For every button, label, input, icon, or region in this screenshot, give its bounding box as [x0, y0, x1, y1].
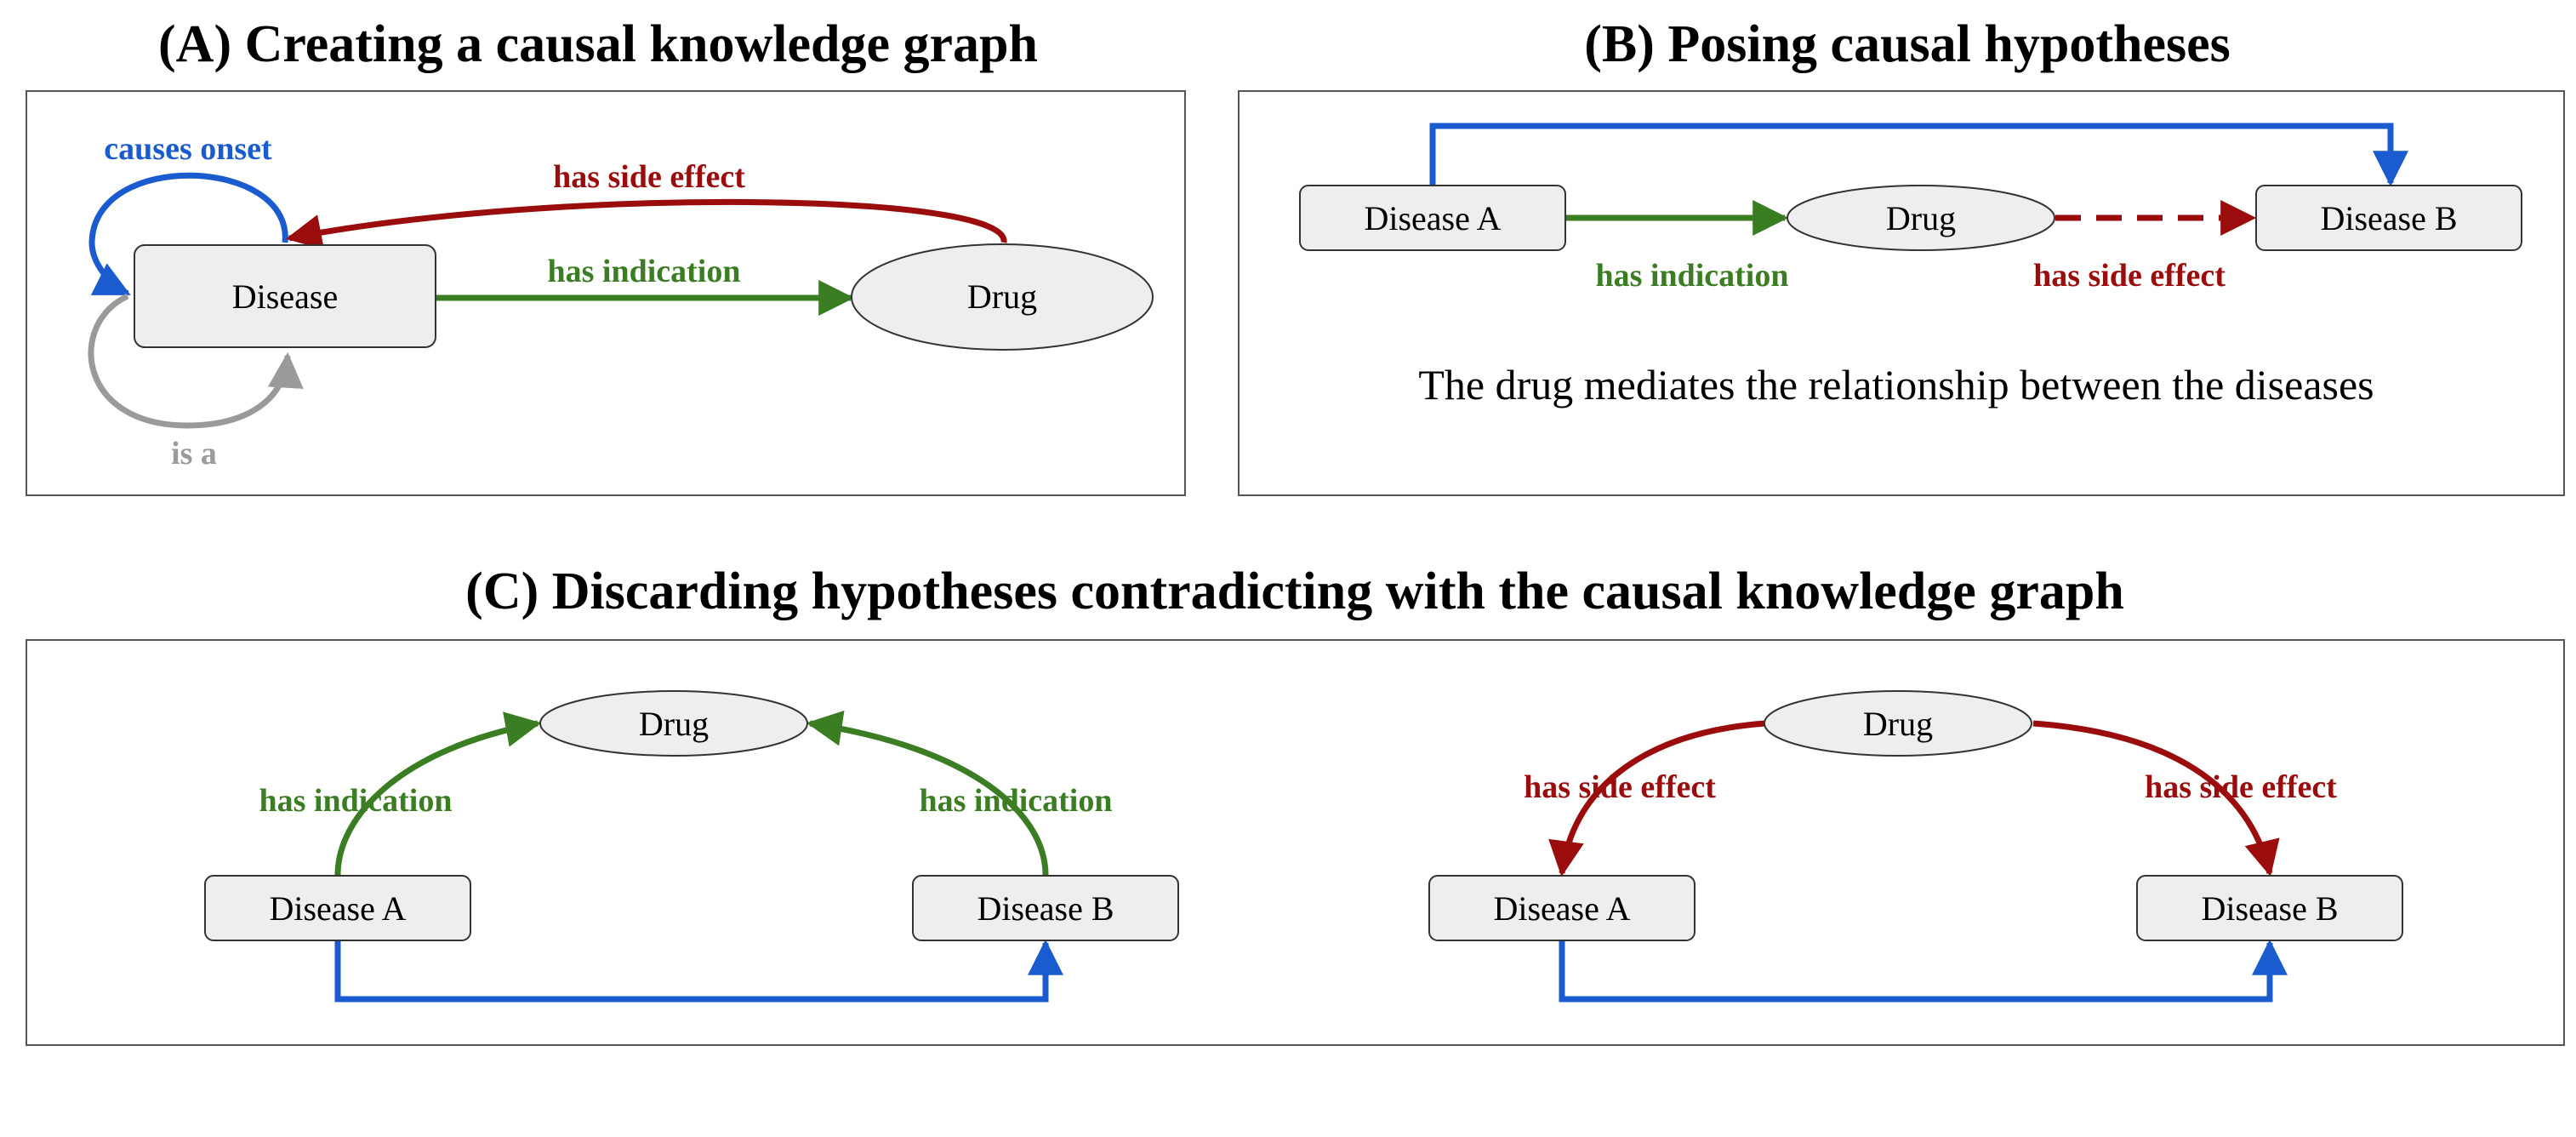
label-causes-onset: causes onset [104, 131, 272, 167]
node-disease-a-label: Disease A [1364, 199, 1501, 237]
node-disease-b-label: Disease B [2201, 889, 2338, 928]
node-disease-b [2136, 875, 2403, 941]
node-drug-label: Drug [1886, 199, 1956, 237]
node-disease-a [1428, 875, 1695, 941]
label-has-indication: has indication [1595, 258, 1788, 294]
node-disease-b [912, 875, 1179, 941]
node-disease-b-label: Disease B [977, 889, 1114, 928]
panel-a: (A) Creating a causal knowledge graph Di… [26, 15, 1186, 496]
edge-disease-a-to-disease-b [334, 939, 1063, 1003]
label-right-has-side-effect: has side effect [2145, 769, 2337, 805]
node-drug-label: Drug [967, 277, 1037, 316]
label-has-side-effect: has side effect [553, 159, 745, 195]
label-has-indication: has indication [547, 254, 740, 289]
node-disease-label: Disease [232, 277, 338, 316]
node-disease-b-label: Disease B [2320, 199, 2457, 237]
label-left-has-indication: has indication [259, 783, 452, 819]
node-drug [851, 243, 1154, 351]
label-left-has-side-effect: has side effect [1524, 769, 1716, 805]
edge-causes-onset [88, 172, 288, 297]
label-is-a: is a [171, 436, 217, 471]
panel-b-caption: The drug mediates the relationship betwe… [1418, 361, 2374, 409]
edge-disease-a-to-disease-b [1429, 123, 2408, 187]
panel-a-title: (A) Creating a causal knowledge graph [158, 15, 1038, 73]
panel-a-frame [26, 90, 1186, 496]
edge-right-has-indication [806, 710, 1049, 876]
label-has-side-effect: has side effect [2033, 258, 2226, 294]
panel-c-title: (C) Discarding hypotheses contradicting … [465, 563, 2124, 620]
label-right-has-indication: has indication [919, 783, 1112, 819]
node-drug-label: Drug [1863, 705, 1933, 743]
edge-right-has-side-effect [2032, 720, 2280, 877]
node-drug [1764, 690, 2032, 757]
panel-c-frame [26, 639, 2565, 1046]
node-disease-a-label: Disease A [1493, 889, 1630, 928]
node-drug-label: Drug [639, 705, 709, 743]
panel-c: (C) Discarding hypotheses contradicting … [26, 563, 2565, 1046]
edge-left-has-side-effect [1548, 720, 1766, 877]
edge-is-a [88, 293, 304, 429]
panel-c-right: Drug Disease A Disease B has side effect… [1428, 690, 2403, 1003]
node-disease-a [204, 875, 471, 941]
panel-b-frame [1238, 90, 2565, 496]
panel-c-left: Drug Disease A Disease B has indication … [204, 690, 1179, 1003]
node-disease-b [2255, 185, 2522, 251]
node-disease [134, 244, 436, 348]
node-disease-a-label: Disease A [269, 889, 406, 928]
edge-has-side-effect [285, 198, 1007, 250]
edge-disease-a-to-disease-b [1559, 939, 2288, 1003]
node-drug [539, 690, 808, 757]
edge-left-has-indication [334, 711, 542, 876]
panel-b-title: (B) Posing causal hypotheses [1584, 15, 2231, 73]
panel-b: (B) Posing causal hypotheses Disease A D… [1238, 15, 2565, 496]
node-disease-a [1299, 185, 1566, 251]
node-drug [1787, 185, 2055, 251]
